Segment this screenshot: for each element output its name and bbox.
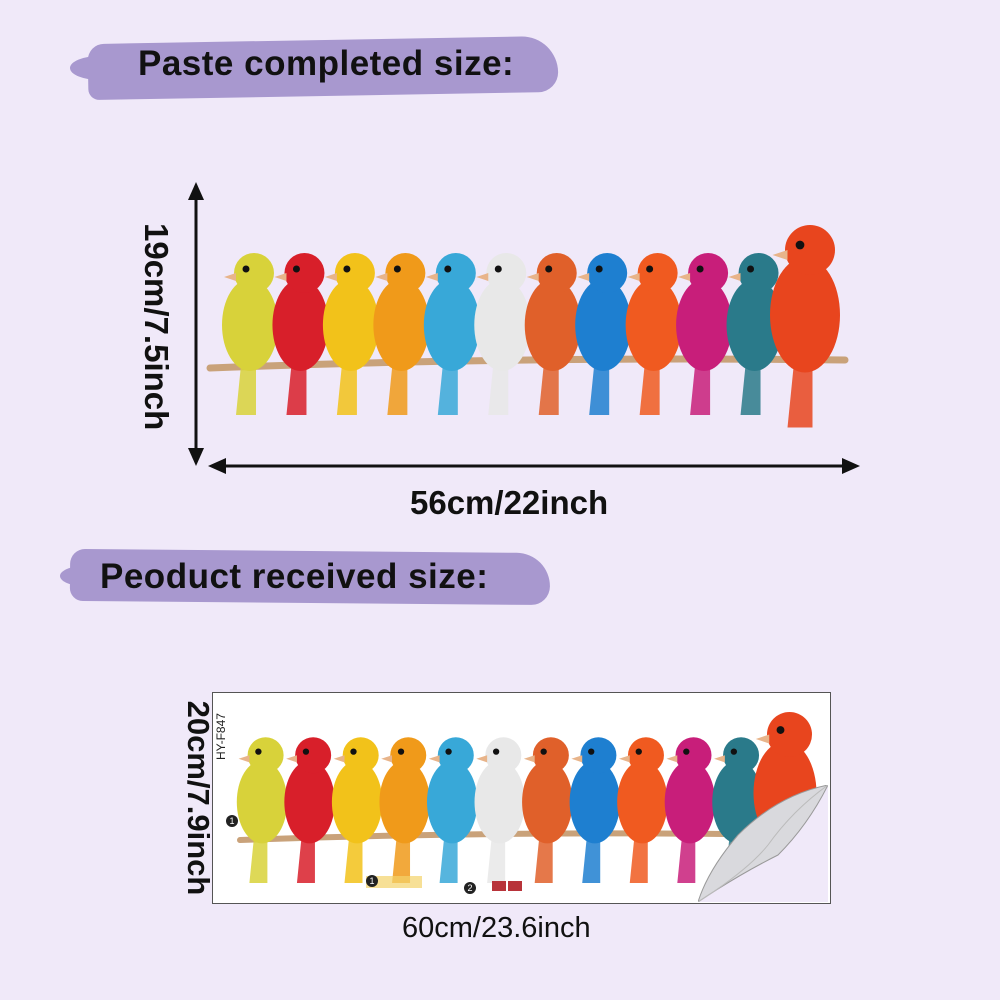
bird: [664, 737, 716, 883]
bird: [625, 253, 682, 415]
bird: [524, 253, 581, 415]
badge-2: 2: [464, 882, 476, 894]
bird: [617, 737, 668, 883]
bird: [236, 737, 288, 883]
bird: [222, 253, 278, 415]
bird: [575, 253, 632, 415]
product-code: HY-F847: [214, 713, 228, 760]
badge-1: 1: [226, 815, 238, 827]
peeling-corner: [698, 785, 828, 902]
bird: [423, 253, 480, 415]
bird: [426, 737, 478, 883]
bird: [373, 253, 430, 415]
completed-size-heading: Paste completed size:: [138, 44, 515, 83]
bird: [474, 253, 531, 415]
bird: [379, 737, 430, 883]
bird: [726, 253, 783, 415]
received-height-label: 20cm/7.9inch: [181, 700, 216, 896]
received-size-heading: Peoduct received size:: [100, 557, 489, 596]
bird: [569, 737, 621, 883]
bird: [522, 737, 573, 883]
badge-1-small: 1: [366, 875, 378, 887]
received-width-label: 60cm/23.6inch: [402, 912, 591, 944]
bird: [474, 737, 525, 883]
bird: [284, 737, 335, 883]
bird: [770, 225, 840, 428]
bird: [272, 253, 329, 415]
bird: [322, 253, 379, 415]
bird: [676, 253, 733, 415]
completed-width-label: 56cm/22inch: [410, 484, 609, 521]
bird: [331, 737, 383, 883]
